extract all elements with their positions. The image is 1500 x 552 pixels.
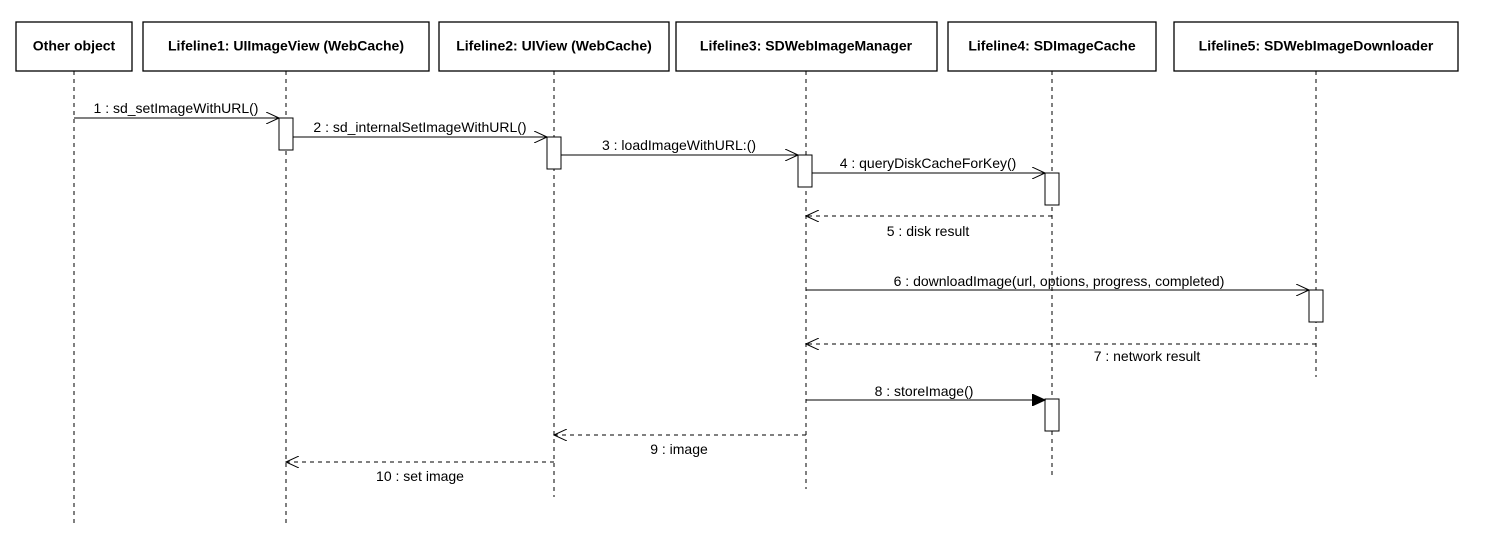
message-1-label: 1 : sd_setImageWithURL() [94,100,259,116]
message-1: 1 : sd_setImageWithURL() [74,100,279,118]
message-3-label: 3 : loadImageWithURL:() [602,137,756,153]
lifeline-header-l3[interactable]: Lifeline3: SDWebImageManager [675,21,938,72]
message-6: 6 : downloadImage(url, options, progress… [806,273,1309,290]
activation-bars [278,117,1324,432]
message-2-label: 2 : sd_internalSetImageWithURL() [313,119,526,135]
message-10: 10 : set image [286,462,554,484]
message-10-label: 10 : set image [376,468,464,484]
lifeline-label-l5: Lifeline5: SDWebImageDownloader [1199,38,1434,54]
lifeline-header-l1[interactable]: Lifeline1: UIImageView (WebCache) [142,21,430,72]
lifeline-header-l2[interactable]: Lifeline2: UIView (WebCache) [438,21,670,72]
lifeline-header-other[interactable]: Other object [15,21,133,72]
lifeline-label-l1: Lifeline1: UIImageView (WebCache) [168,38,404,54]
message-9-label: 9 : image [650,441,708,457]
message-8-label: 8 : storeImage() [875,383,974,399]
activation-bar-l4-store [1044,398,1060,432]
activation-bar-l4-query [1044,172,1060,206]
message-7: 7 : network result [806,344,1316,364]
lifeline-label-l3: Lifeline3: SDWebImageManager [700,38,913,54]
message-5-label: 5 : disk result [887,223,970,239]
lifeline-header-l5[interactable]: Lifeline5: SDWebImageDownloader [1173,21,1459,72]
activation-bar-l5 [1308,289,1324,323]
activation-bar-l1 [278,117,294,151]
messages: 1 : sd_setImageWithURL() 2 : sd_internal… [74,100,1316,484]
lifeline-label-other: Other object [33,38,116,54]
lifeline-label-l4: Lifeline4: SDImageCache [968,38,1135,54]
message-2: 2 : sd_internalSetImageWithURL() [293,119,547,137]
message-3: 3 : loadImageWithURL:() [561,137,798,155]
message-6-label: 6 : downloadImage(url, options, progress… [894,273,1225,289]
message-4: 4 : queryDiskCacheForKey() [812,155,1045,173]
activation-bar-l2 [546,136,562,170]
message-7-label: 7 : network result [1094,348,1201,364]
message-4-label: 4 : queryDiskCacheForKey() [840,155,1017,171]
lifeline-headers: Other object Lifeline1: UIImageView (Web… [15,21,1459,72]
message-8: 8 : storeImage() [806,383,1045,400]
message-9: 9 : image [554,435,806,457]
lifeline-header-l4[interactable]: Lifeline4: SDImageCache [947,21,1157,72]
message-5: 5 : disk result [806,216,1052,239]
activation-bar-l3 [797,154,813,188]
lifeline-label-l2: Lifeline2: UIView (WebCache) [456,38,652,54]
